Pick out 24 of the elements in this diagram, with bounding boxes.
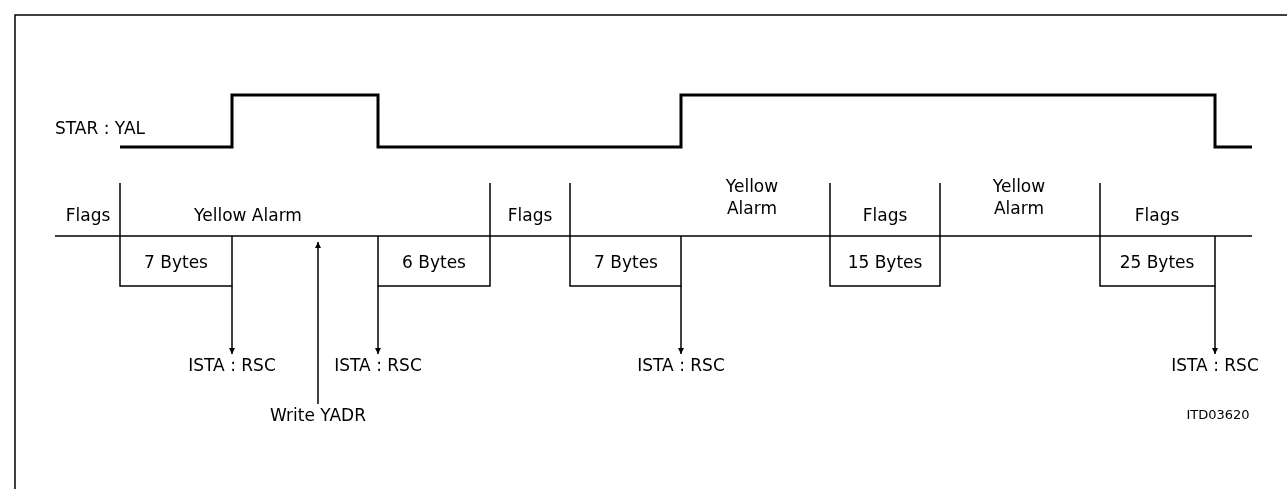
segment-label: Flags xyxy=(65,205,111,225)
byte-count: 6 Bytes xyxy=(402,252,466,272)
figure-code: ITD03620 xyxy=(1186,406,1250,424)
segment-label: Flags xyxy=(1134,205,1180,225)
arrow xyxy=(229,285,235,355)
signal-name: STAR : YAL xyxy=(55,118,145,138)
register-label: ISTA : RSC xyxy=(334,355,422,375)
segment-label: Yellow Alarm xyxy=(194,205,302,225)
register-label: ISTA : RSC xyxy=(1171,355,1259,375)
segment-label: Yellow Alarm xyxy=(724,175,780,219)
arrow xyxy=(315,241,321,405)
segment-label: Flags xyxy=(507,205,553,225)
segment-label: Yellow Alarm xyxy=(991,175,1047,219)
byte-count: 15 Bytes xyxy=(847,252,923,272)
arrow xyxy=(1212,285,1218,355)
byte-count: 25 Bytes xyxy=(1119,252,1195,272)
segment-label: Flags xyxy=(862,205,908,225)
register-label: ISTA : RSC xyxy=(188,355,276,375)
register-label: ISTA : RSC xyxy=(637,355,725,375)
arrow xyxy=(375,285,381,355)
byte-count: 7 Bytes xyxy=(594,252,658,272)
register-label: Write YADR xyxy=(270,405,366,425)
arrow xyxy=(678,285,684,355)
byte-count: 7 Bytes xyxy=(144,252,208,272)
